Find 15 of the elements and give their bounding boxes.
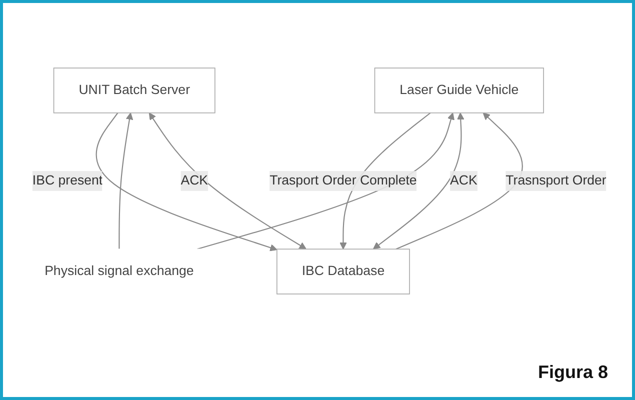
arrow <box>96 112 278 252</box>
node-box: IBC Database <box>276 248 410 294</box>
node-text: Physical signal exchange <box>44 264 194 278</box>
arrow <box>118 112 134 250</box>
arrow <box>396 112 523 250</box>
arrow <box>373 112 464 250</box>
edge-label: Trasport Order Complete <box>270 174 417 188</box>
node-box: Laser Guide Vehicle <box>374 68 544 114</box>
edge-label: IBC present <box>32 174 103 188</box>
edge-label: Trasnsport Order <box>506 174 606 188</box>
node-box: UNIT Batch Server <box>53 68 216 114</box>
arrow <box>148 112 306 250</box>
edge-label: ACK <box>180 174 208 188</box>
edge-label: ACK <box>450 174 478 188</box>
figure-caption: Figura 8 <box>538 362 608 383</box>
